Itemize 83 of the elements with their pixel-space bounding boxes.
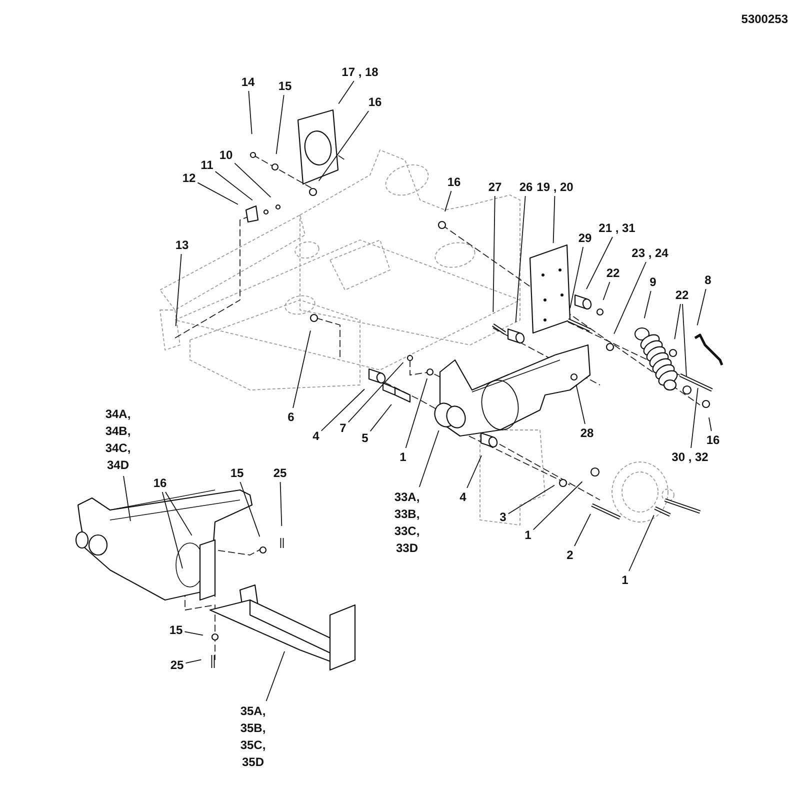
leader-line (248, 90, 252, 134)
leader-line (370, 404, 392, 432)
leader-line (276, 94, 284, 155)
leader-line (184, 631, 204, 636)
callout-number: 23 , 24 (632, 246, 668, 260)
callout-number: 15 (278, 79, 292, 93)
leader-line (338, 80, 354, 104)
leader-line (240, 482, 260, 538)
callout-number: 11 (200, 158, 214, 172)
leader-line (318, 110, 370, 182)
leader-line (576, 384, 586, 424)
callout-number: 2 (566, 548, 574, 562)
leader-line (165, 492, 192, 536)
leader-line (574, 514, 591, 546)
callout-number: 35A, 35B, 35C, 35D (233, 703, 273, 771)
leader-line (292, 330, 311, 408)
callout-number: 25 (170, 658, 184, 672)
callout-number: 10 (219, 148, 233, 162)
leader-line (320, 388, 365, 432)
leader-line (175, 254, 182, 326)
callout-number: 28 (580, 426, 594, 440)
callout-number: 34A, 34B, 34C, 34D (98, 406, 138, 474)
callout-number: 27 (488, 180, 502, 194)
callout-number: 16 (706, 433, 720, 447)
leader-line (466, 455, 482, 488)
callout-number: 29 (578, 231, 592, 245)
leader-line (418, 430, 440, 488)
callout-number: 7 (340, 421, 346, 435)
leader-line (515, 196, 526, 322)
leader-line (492, 196, 496, 312)
leader-line (214, 171, 253, 201)
callout-number: 15 (169, 623, 183, 637)
leader-line (696, 288, 706, 326)
callout-number: 16 (447, 175, 461, 189)
callout-number: 12 (182, 171, 196, 185)
callout-number: 22 (606, 266, 620, 280)
callout-number: 1 (622, 573, 628, 587)
callout-number: 21 , 31 (598, 221, 636, 235)
leader-line (708, 417, 712, 432)
callout-number: 5 (362, 431, 368, 445)
leader-line (570, 246, 584, 309)
callout-number: 15 (230, 466, 244, 480)
leader-line (586, 236, 613, 290)
callout-number: 6 (288, 410, 294, 424)
leader-line (628, 514, 654, 572)
leader-line (674, 304, 681, 340)
leader-line (644, 290, 652, 319)
callout-number: 16 (368, 95, 382, 109)
leader-line (234, 162, 272, 198)
leader-line (508, 484, 555, 514)
leader-line (197, 182, 238, 205)
leader-line (123, 476, 131, 522)
leader-line (552, 196, 556, 244)
callout-number: 26 (519, 180, 533, 194)
drawing-number: 5300253 (741, 12, 788, 26)
leader-line (348, 362, 404, 423)
callout-number: 33A, 33B, 33C, 33D (387, 489, 427, 557)
leader-line (614, 262, 646, 334)
leader-line (532, 481, 583, 530)
callout-number: 1 (524, 528, 532, 542)
callout-number: 1 (400, 450, 406, 464)
callout-number: 4 (312, 429, 320, 443)
leader-line (280, 482, 282, 526)
leader-line (405, 378, 428, 448)
callout-number: 19 , 20 (536, 180, 574, 194)
callout-number: 30 , 32 (672, 450, 708, 464)
leader-line (690, 387, 698, 448)
callout-number: 14 (241, 75, 255, 89)
leader-line (185, 659, 202, 664)
callout-number: 25 (273, 466, 287, 480)
callout-number: 17 , 18 (342, 65, 378, 79)
callout-number: 22 (675, 288, 689, 302)
callout-number: 16 (153, 476, 167, 490)
leader-line (602, 282, 610, 300)
leader-line (444, 190, 452, 212)
callout-number: 4 (460, 490, 466, 504)
leader-line (266, 650, 285, 702)
callout-number: 8 (704, 273, 712, 287)
leader-line (162, 492, 183, 569)
callout-number: 13 (175, 238, 189, 252)
leader-line (682, 304, 687, 376)
callout-number: 3 (500, 510, 506, 524)
callout-number: 9 (650, 275, 656, 289)
